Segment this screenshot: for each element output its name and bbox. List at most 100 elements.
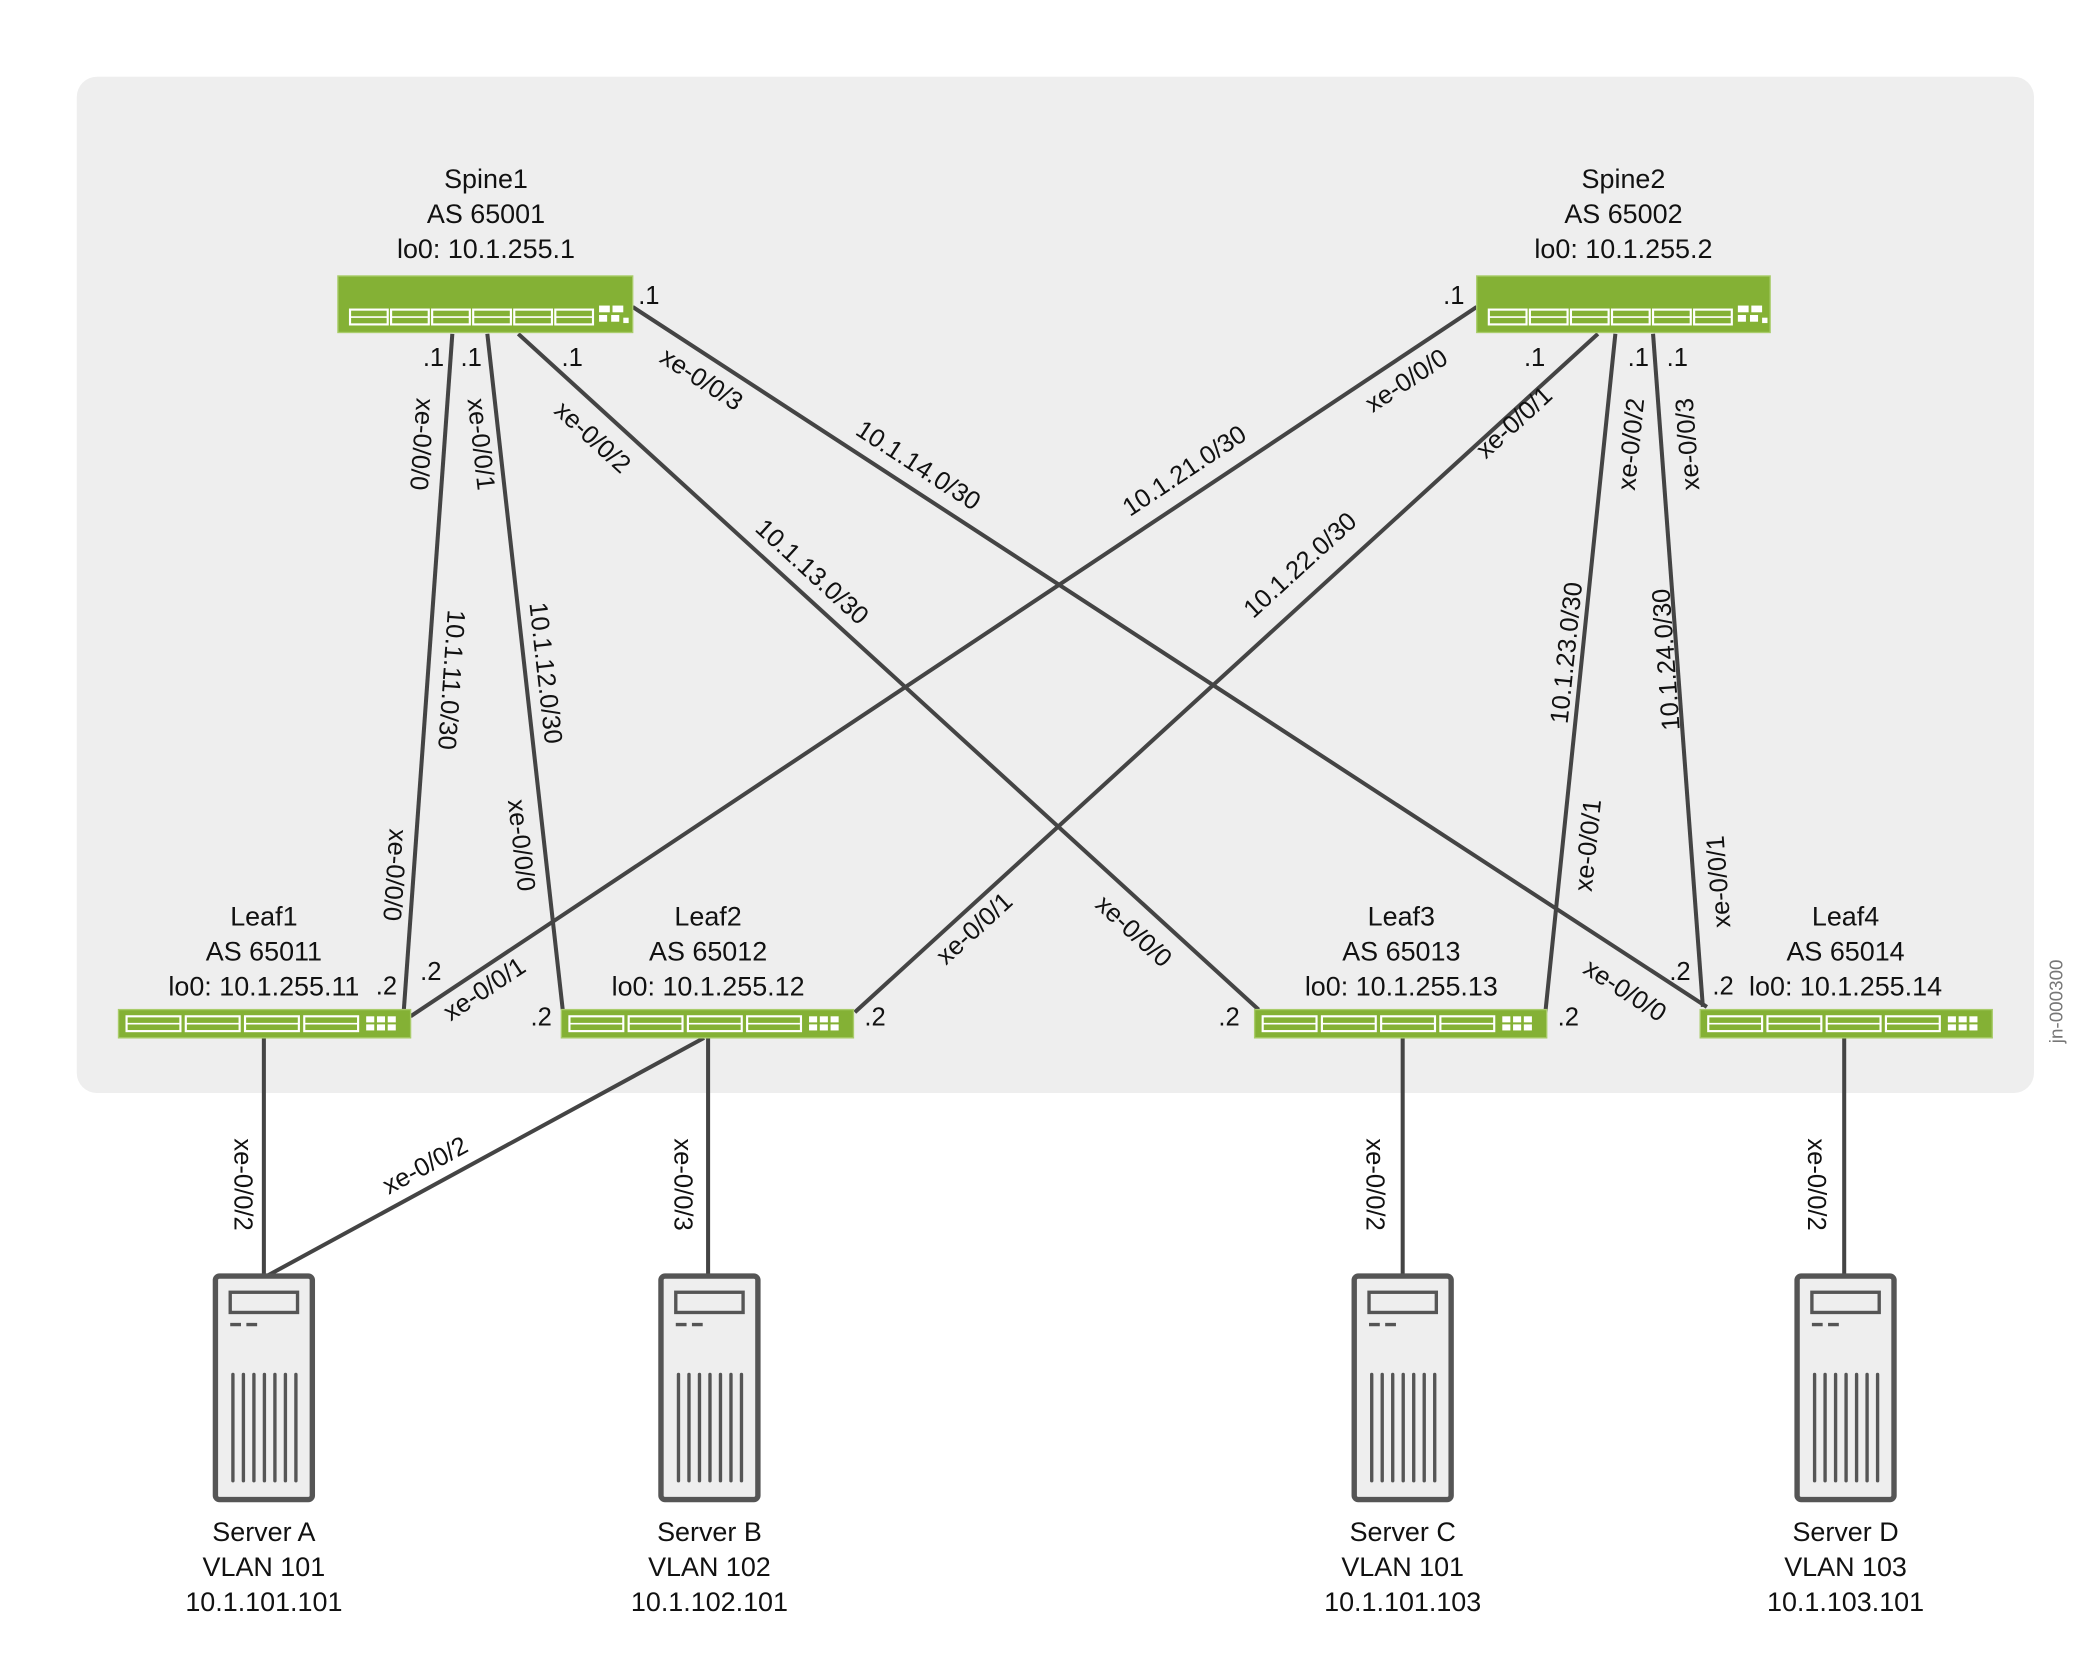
status-led-icon: [599, 305, 610, 313]
leaf-switch-2[interactable]: [560, 1008, 855, 1039]
status-led-icon: [1502, 1016, 1511, 1023]
spine-ip-suffix: .1: [1443, 282, 1464, 310]
leaf-ip-suffix: .2: [1558, 1004, 1579, 1032]
server-c[interactable]: [1351, 1273, 1454, 1503]
link-spine1-leaf1: [401, 333, 455, 1010]
leaf-switch-4[interactable]: [1699, 1008, 1993, 1039]
status-led-icon: [1523, 1024, 1532, 1031]
server-vlan: VLAN 102: [648, 1552, 771, 1582]
leaf-switch-3[interactable]: [1253, 1008, 1548, 1039]
server-vlan: VLAN 103: [1784, 1552, 1907, 1582]
status-led-icon: [1969, 1024, 1978, 1031]
leaf-ip-suffix: .2: [1218, 1004, 1239, 1032]
server-a[interactable]: [212, 1273, 316, 1503]
status-led-icon: [1513, 1016, 1522, 1023]
spine-ip-suffix: .1: [1524, 344, 1545, 372]
leaf-loopback: lo0: 10.1.255.13: [1305, 972, 1498, 1002]
status-led-icon: [1969, 1016, 1978, 1023]
spine-loopback: lo0: 10.1.255.2: [1534, 234, 1712, 264]
server-port-label: xe-0/0/2: [1360, 1138, 1388, 1230]
spine-name: Spine2: [1582, 164, 1666, 194]
server-d[interactable]: [1794, 1273, 1897, 1503]
leaf-name: Leaf2: [674, 902, 741, 932]
status-led-icon: [819, 1016, 828, 1023]
server-link: [265, 1036, 706, 1278]
spine-ip-suffix: .1: [561, 344, 582, 372]
status-led-icon: [387, 1016, 396, 1023]
spine-as: AS 65001: [427, 199, 545, 229]
server-name: Server C: [1350, 1517, 1456, 1547]
link-spine1-leaf4: [631, 305, 1709, 1009]
server-name: Server B: [657, 1517, 762, 1547]
leaf-ip-suffix: .2: [531, 1004, 552, 1032]
leaf-ip-suffix: .2: [1712, 973, 1733, 1001]
server-ip: 10.1.101.101: [185, 1587, 342, 1617]
leaf-name: Leaf3: [1368, 902, 1435, 932]
leaf-switch-1[interactable]: [117, 1008, 412, 1039]
drive-bay-icon: [228, 1290, 300, 1315]
leaf-ip-suffix: .2: [1669, 958, 1690, 986]
status-led-icon: [387, 1024, 396, 1031]
leaf-ip-suffix: .2: [376, 973, 397, 1001]
leaf-port-label: xe-0/0/1: [1702, 835, 1737, 929]
server-vlan: VLAN 101: [203, 1552, 326, 1582]
status-led-icon: [1958, 1024, 1967, 1031]
leaf-loopback: lo0: 10.1.255.14: [1749, 972, 1942, 1002]
server-b[interactable]: [658, 1273, 761, 1503]
status-led-icon: [830, 1024, 839, 1031]
spine-ip-suffix: .1: [1667, 344, 1688, 372]
status-led-icon: [1958, 1016, 1967, 1023]
status-led-icon: [611, 314, 620, 322]
status-led-icon: [1751, 305, 1763, 313]
status-led-icon: [623, 317, 629, 324]
spine-ip-suffix: .1: [1628, 344, 1649, 372]
leaf-ip-suffix: .2: [420, 958, 441, 986]
server-port-label: xe-0/0/2: [1802, 1138, 1830, 1230]
status-led-icon: [1737, 314, 1746, 322]
link-spine2-leaf2: [853, 332, 1600, 1014]
spine-name: Spine1: [444, 164, 528, 194]
spine-ip-suffix: .1: [461, 344, 482, 372]
link-spine1-leaf2: [485, 333, 565, 1010]
spine-ip-suffix: .1: [423, 344, 444, 372]
status-led-icon: [1502, 1024, 1511, 1031]
status-led-icon: [366, 1024, 375, 1031]
server-name: Server D: [1792, 1517, 1898, 1547]
server-ip: 10.1.103.101: [1767, 1587, 1924, 1617]
leaf-name: Leaf4: [1812, 902, 1879, 932]
spine-port-label: xe-0/0/0: [404, 397, 438, 491]
server-ip: 10.1.102.101: [631, 1587, 788, 1617]
leaf-as: AS 65011: [206, 937, 322, 967]
spine-switch-2[interactable]: [1476, 275, 1771, 334]
spine-as: AS 65002: [1564, 199, 1682, 229]
leaf-ip-suffix: .2: [864, 1004, 885, 1032]
drive-bay-icon: [1367, 1290, 1439, 1315]
status-led-icon: [830, 1016, 839, 1023]
status-led-icon: [366, 1016, 375, 1023]
status-led-icon: [1762, 317, 1768, 324]
spine-ip-suffix: .1: [638, 282, 659, 310]
status-led-icon: [819, 1024, 828, 1031]
watermark: jn-000300: [2045, 959, 2066, 1044]
status-led-icon: [612, 305, 624, 313]
status-led-icon: [809, 1024, 818, 1031]
link-spine2-leaf4: [1651, 333, 1705, 1008]
server-name: Server A: [212, 1517, 315, 1547]
status-led-icon: [1523, 1016, 1532, 1023]
status-led-icon: [376, 1024, 386, 1031]
leaf-loopback: lo0: 10.1.255.12: [612, 972, 805, 1002]
status-led-icon: [1513, 1024, 1522, 1031]
link-spine2-leaf1: [409, 305, 1478, 1018]
status-led-icon: [1737, 305, 1749, 313]
spine-switch-1[interactable]: [337, 275, 634, 334]
drive-bay-icon: [1810, 1290, 1881, 1315]
link-spine1-leaf3: [516, 332, 1261, 1012]
status-led-icon: [376, 1016, 386, 1023]
server-vlan: VLAN 101: [1341, 1552, 1464, 1582]
status-led-icon: [1947, 1024, 1956, 1031]
status-led-icon: [1749, 314, 1759, 322]
leaf-as: AS 65012: [649, 937, 767, 967]
server-port-label: xe-0/0/3: [669, 1138, 697, 1230]
drive-bay-icon: [674, 1290, 745, 1315]
